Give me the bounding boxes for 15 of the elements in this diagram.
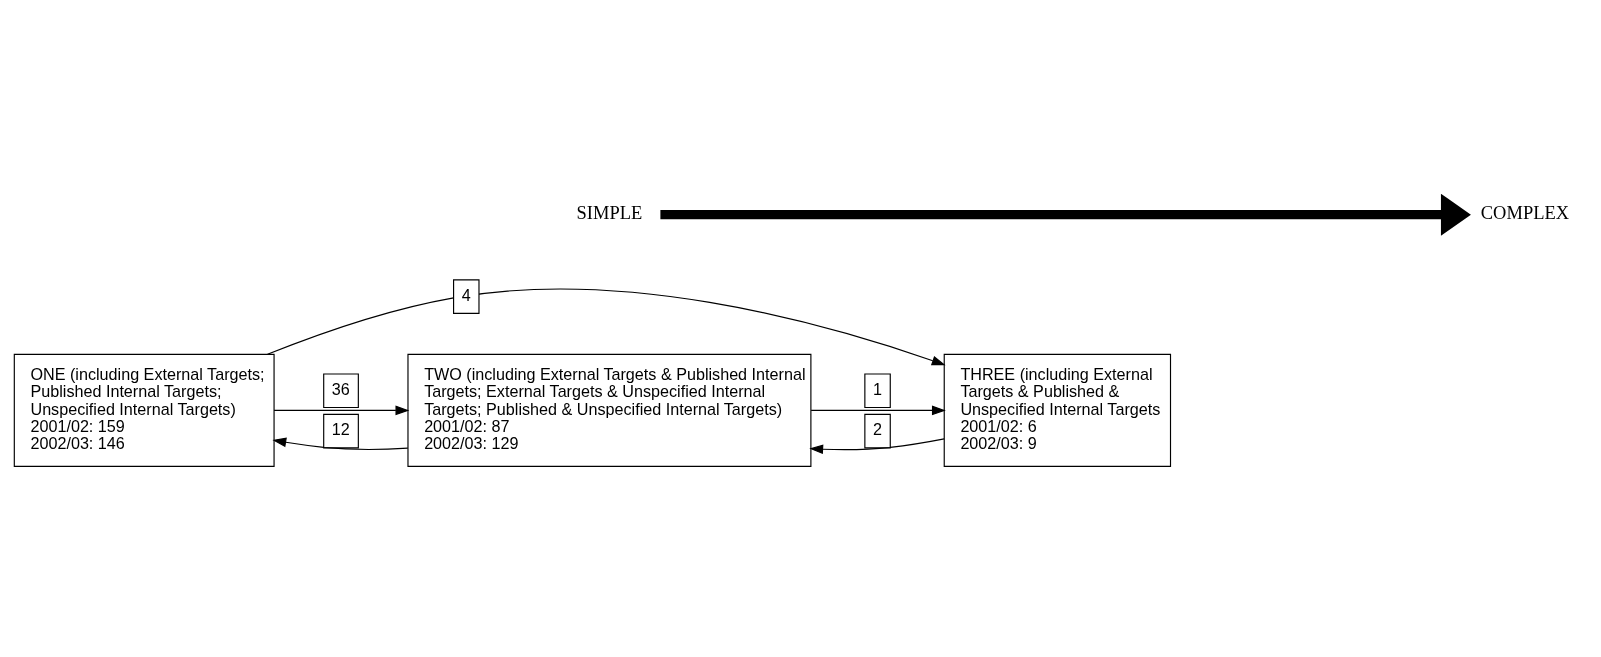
arrow: [272, 437, 409, 450]
edge-label: 2: [872, 419, 882, 438]
edge-label: 12: [331, 419, 350, 438]
arrow: [810, 405, 946, 415]
label: COMPLEX: [1480, 202, 1570, 223]
node-box: TWO (including External Targets & Published Internal Targets; External Targets & Unspecified Internal Targets; Published & Unspecified Internal Targets) 2001/02: 87 2002/03: 129: [407, 353, 812, 467]
node-box: ONE (including External Targets; Published Internal Targets; Unspecified Internal Targets) 2001/02: 159 2002/03: 146: [13, 353, 275, 467]
node-box: THREE (including External Targets & Published & Unspecified Internal Targets 2001/02: 6 2002/03: 9: [943, 353, 1172, 467]
arrow: [266, 288, 946, 365]
edge-label: 36: [331, 379, 350, 398]
arrow: [809, 437, 945, 454]
arrow: [273, 405, 410, 415]
edge-label: 4: [461, 285, 471, 304]
edge-label: 1: [872, 379, 882, 398]
label: SIMPLE: [576, 202, 643, 223]
